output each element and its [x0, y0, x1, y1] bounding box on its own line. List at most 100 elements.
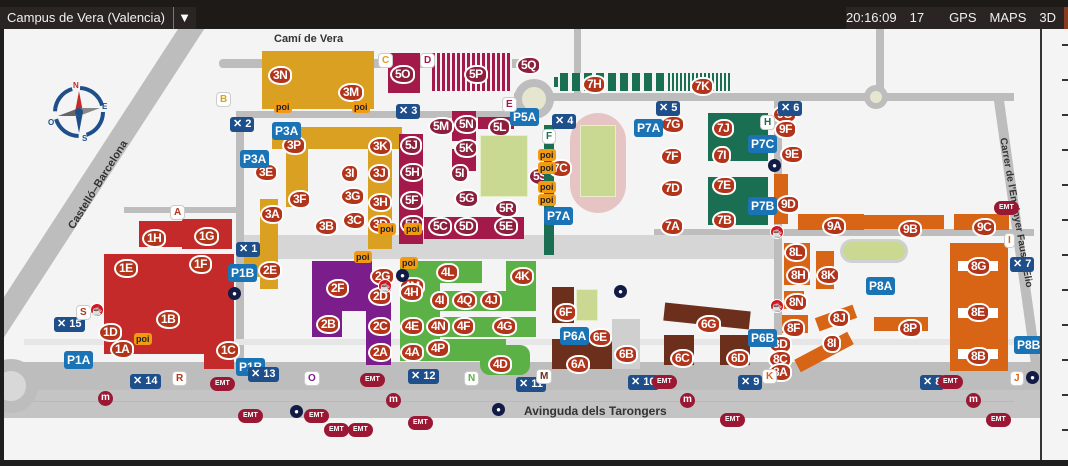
building-label-3b[interactable]: 3B: [314, 217, 339, 236]
building-label-3k[interactable]: 3K: [368, 137, 393, 156]
parking-p7b[interactable]: P7B: [748, 197, 778, 215]
parking-p3a-west[interactable]: P3A: [240, 150, 270, 168]
building-label-4q[interactable]: 4Q: [452, 291, 478, 310]
bike-icon[interactable]: ●: [492, 403, 505, 416]
cafe-icon[interactable]: ☕: [378, 279, 392, 293]
poi-marker[interactable]: poi: [538, 162, 556, 174]
building-label-7f[interactable]: 7F: [660, 147, 684, 166]
cafe-icon[interactable]: ☕: [770, 299, 784, 313]
parking-p1b-north[interactable]: P1B: [228, 264, 258, 282]
emt-bus-stop[interactable]: EMT: [994, 201, 1019, 215]
stop-4[interactable]: ✕ 4: [552, 114, 577, 129]
building-label-8l[interactable]: 8L: [784, 243, 808, 262]
building-label-4g[interactable]: 4G: [492, 317, 518, 336]
building-label-7h[interactable]: 7H: [582, 75, 607, 94]
building-label-9b[interactable]: 9B: [898, 220, 923, 239]
emt-bus-stop[interactable]: EMT: [348, 423, 373, 437]
building-label-9f[interactable]: 9F: [774, 120, 798, 139]
building-label-4k[interactable]: 4K: [510, 267, 535, 286]
building-label-8g[interactable]: 8G: [966, 257, 992, 276]
stop-5[interactable]: ✕ 5: [656, 101, 681, 116]
gate-a[interactable]: A: [170, 205, 186, 220]
stop-12[interactable]: ✕ 12: [408, 369, 439, 384]
building-label-3f[interactable]: 3F: [288, 190, 312, 209]
building-label-4d[interactable]: 4D: [488, 355, 513, 374]
building-label-2e[interactable]: 2E: [258, 261, 282, 280]
building-label-9c[interactable]: 9C: [972, 218, 997, 237]
building-label-1a[interactable]: 1A: [110, 340, 135, 359]
building-label-9d[interactable]: 9D: [776, 195, 801, 214]
stop-15[interactable]: ✕ 15: [54, 317, 85, 332]
building-7h[interactable]: [560, 73, 670, 91]
emt-bus-stop[interactable]: EMT: [210, 377, 235, 391]
building-label-3i[interactable]: 3I: [340, 164, 360, 183]
emt-bus-stop[interactable]: EMT: [938, 375, 963, 389]
3d-button[interactable]: 3D: [1039, 10, 1056, 25]
gate-e[interactable]: E: [502, 97, 517, 112]
building-label-8n[interactable]: 8N: [784, 293, 809, 312]
emt-bus-stop[interactable]: EMT: [408, 416, 433, 430]
building-label-4j[interactable]: 4J: [480, 291, 503, 310]
stop-1[interactable]: ✕ 1: [236, 242, 261, 257]
building-label-4p[interactable]: 4P: [426, 339, 450, 358]
building-label-6c[interactable]: 6C: [670, 349, 695, 368]
parking-p7c[interactable]: P7C: [748, 135, 778, 153]
poi-marker[interactable]: poi: [400, 257, 418, 269]
emt-bus-stop[interactable]: EMT: [720, 413, 745, 427]
campus-map[interactable]: N E S O Camí de Vera Castelló–Barcelona …: [4, 29, 1040, 460]
poi-marker[interactable]: poi: [352, 101, 370, 113]
building-label-5k[interactable]: 5K: [454, 139, 479, 158]
poi-marker[interactable]: poi: [538, 194, 556, 206]
poi-marker[interactable]: poi: [134, 333, 152, 345]
building-label-8b[interactable]: 8B: [966, 347, 991, 366]
poi-marker[interactable]: poi: [274, 101, 292, 113]
building-label-5i[interactable]: 5I: [450, 164, 470, 183]
building-label-3h[interactable]: 3H: [368, 193, 393, 212]
stop-13[interactable]: ✕ 13: [248, 367, 279, 382]
building-label-2f[interactable]: 2F: [326, 279, 350, 298]
building-label-4l[interactable]: 4L: [436, 263, 460, 282]
building-label-5h[interactable]: 5H: [400, 163, 425, 182]
stop-7[interactable]: ✕ 7: [1010, 257, 1035, 272]
building-label-6g[interactable]: 6G: [696, 315, 722, 334]
building-label-5o[interactable]: 5O: [390, 65, 416, 84]
bike-icon[interactable]: ●: [290, 405, 303, 418]
emt-bus-stop[interactable]: EMT: [360, 373, 385, 387]
building-label-8e[interactable]: 8E: [966, 303, 990, 322]
building-label-6d[interactable]: 6D: [726, 349, 751, 368]
gate-f[interactable]: F: [542, 129, 557, 144]
building-label-1e[interactable]: 1E: [114, 259, 138, 278]
building-label-7g[interactable]: 7G: [660, 115, 686, 134]
metro-station[interactable]: m: [966, 393, 981, 408]
building-label-6a[interactable]: 6A: [566, 355, 591, 374]
building-label-7b[interactable]: 7B: [712, 211, 737, 230]
gate-n[interactable]: N: [464, 371, 480, 386]
building-label-5m[interactable]: 5N: [454, 115, 479, 134]
emt-bus-stop[interactable]: EMT: [652, 375, 677, 389]
building-label-8h[interactable]: 8H: [786, 266, 811, 285]
emt-bus-stop[interactable]: EMT: [304, 409, 329, 423]
building-label-2a[interactable]: 2A: [368, 343, 393, 362]
gps-button[interactable]: GPS: [949, 10, 977, 25]
cafe-icon[interactable]: ☕: [770, 225, 784, 239]
gate-s[interactable]: S: [76, 305, 91, 320]
poi-marker[interactable]: poi: [538, 181, 556, 193]
parking-p7a-south[interactable]: P7A: [544, 207, 574, 225]
building-label-4n[interactable]: 4N: [426, 317, 451, 336]
bike-icon[interactable]: ●: [614, 285, 627, 298]
metro-station[interactable]: m: [680, 393, 695, 408]
building-label-4i[interactable]: 4I: [430, 291, 450, 310]
building-label-7a[interactable]: 7A: [660, 217, 685, 236]
stop-2[interactable]: ✕ 2: [230, 117, 255, 132]
building-label-7d[interactable]: 7D: [660, 179, 685, 198]
building-label-5p[interactable]: 5P: [464, 65, 488, 84]
stop-3[interactable]: ✕ 3: [396, 104, 421, 119]
metro-station[interactable]: m: [98, 391, 113, 406]
zoom-scale-rail[interactable]: [1040, 29, 1068, 460]
poi-marker[interactable]: poi: [538, 149, 556, 161]
poi-marker[interactable]: poi: [404, 223, 422, 235]
gate-c[interactable]: C: [378, 53, 394, 68]
building-label-5e[interactable]: 5E: [494, 217, 518, 236]
emt-bus-stop[interactable]: EMT: [324, 423, 349, 437]
gate-o[interactable]: O: [304, 371, 320, 386]
